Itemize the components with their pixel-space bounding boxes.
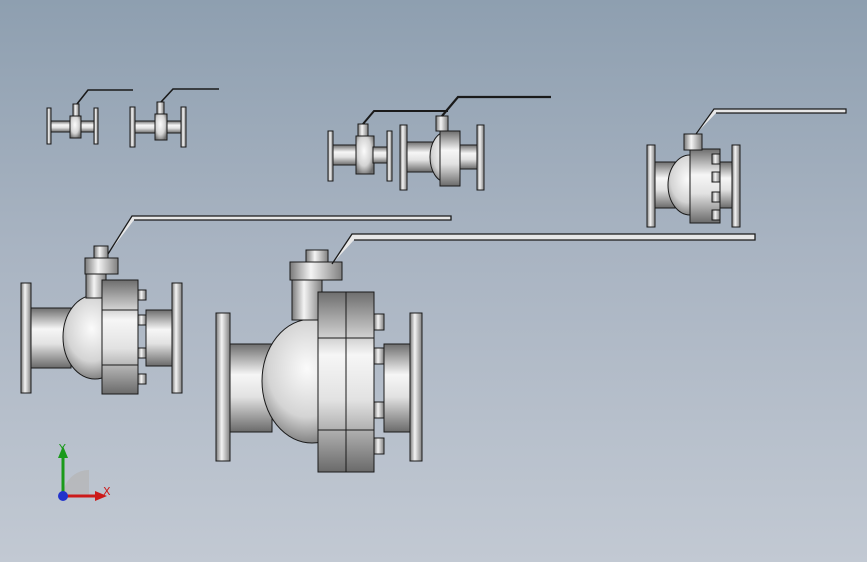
z-axis-icon (58, 491, 68, 501)
x-axis-label: X (103, 485, 111, 498)
valve-large-g[interactable] (215, 233, 756, 473)
y-arrow-icon (58, 446, 68, 458)
triad-graphic (58, 446, 107, 501)
y-axis-label: Y (59, 442, 66, 455)
valve-large-f[interactable] (20, 215, 452, 395)
x-arrow-icon (95, 491, 107, 501)
valve-small-a[interactable] (46, 89, 133, 145)
valve-medium-e[interactable] (646, 108, 847, 228)
valve-medium-d[interactable] (399, 95, 551, 191)
valve-medium-c[interactable] (327, 110, 448, 182)
valve-small-b[interactable] (129, 88, 219, 148)
axis-triad: Y X (45, 438, 115, 513)
